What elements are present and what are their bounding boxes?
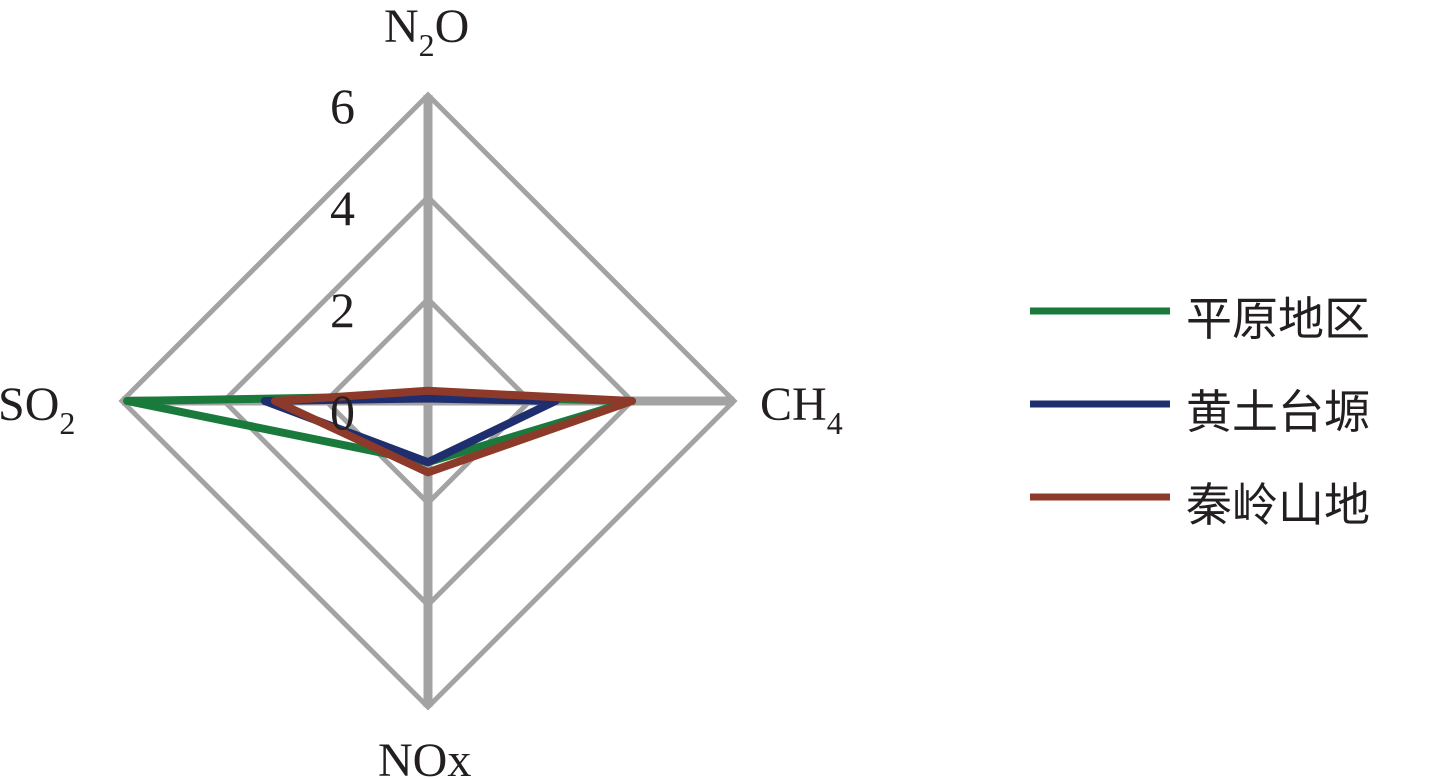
tick-label-2: 2 [330,282,355,338]
axis-label-n2o: N2O [384,0,469,63]
legend-label-plain: 平原地区 [1186,292,1370,346]
legend: 平原地区 黄土台塬 秦岭山地 [1030,292,1370,532]
legend-item-loess: 黄土台塬 [1030,385,1370,439]
tick-labels: 0 2 4 6 [330,78,355,440]
tick-label-0: 0 [330,384,355,440]
legend-label-loess: 黄土台塬 [1186,385,1370,439]
series-line-1 [260,394,560,467]
tick-label-4: 4 [330,180,355,236]
legend-label-qinling: 秦岭山地 [1186,478,1370,532]
axis-label-ch4: CH4 [760,378,843,441]
legend-item-qinling: 秦岭山地 [1030,478,1370,532]
series-layer [123,386,636,477]
series-line-2 [271,386,636,477]
tick-label-6: 6 [330,78,355,134]
legend-item-plain: 平原地区 [1030,292,1370,346]
axis-label-so2: SO2 [0,378,75,441]
axis-label-nox: NOx [378,734,471,779]
